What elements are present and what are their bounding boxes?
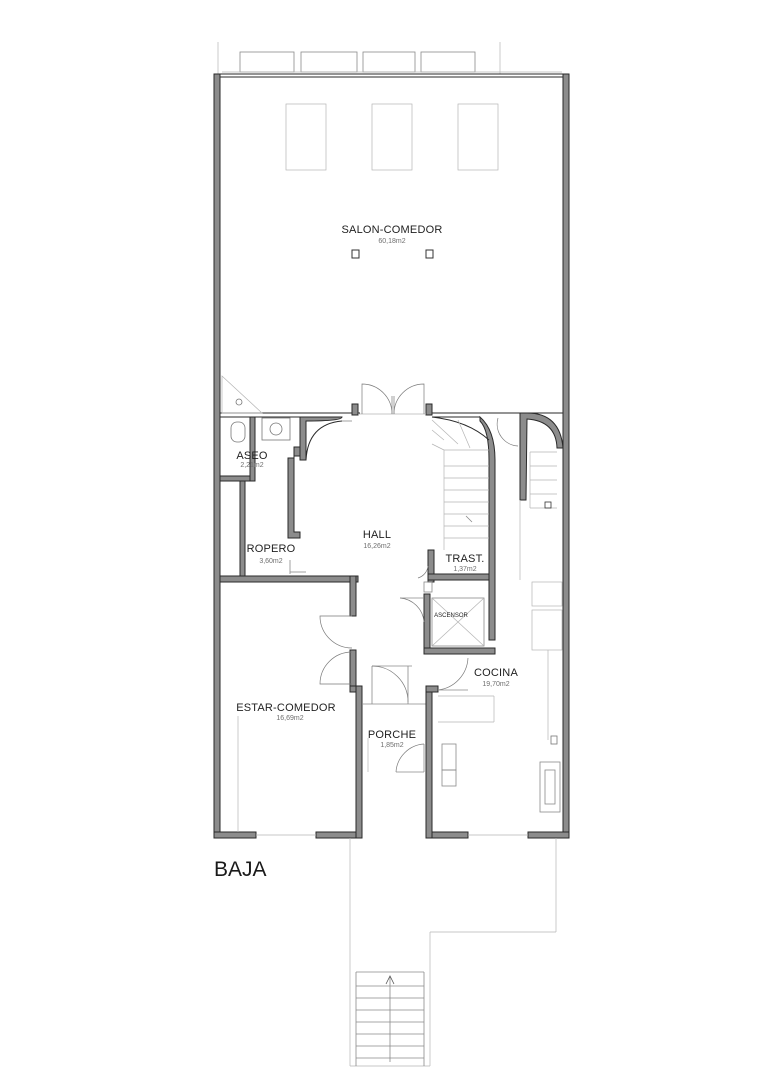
trast-area: 1,37m2 <box>453 566 476 573</box>
hall-area: 16,26m2 <box>363 543 390 550</box>
room-labels: SALON-COMEDOR 60,18m2 ASEO 2,21m2 ROPERO… <box>214 224 518 881</box>
floor-label: BAJA <box>214 858 267 881</box>
aseo-block <box>219 416 291 482</box>
estar-walls <box>237 575 363 839</box>
ropero-walls <box>219 446 359 583</box>
porche-name: PORCHE <box>368 729 416 741</box>
ropero-area: 3,60m2 <box>259 558 282 565</box>
salon-comedor-name: SALON-COMEDOR <box>342 224 443 236</box>
cocina-name: COCINA <box>474 667 518 679</box>
estar-comedor-area: 16,69m2 <box>276 715 303 722</box>
stair-core <box>399 412 564 655</box>
ropero-name: ROPERO <box>247 543 296 555</box>
entrance-patio <box>349 838 557 1067</box>
ascensor-name: ASCENSOR <box>434 613 468 619</box>
outer-walls <box>213 73 570 839</box>
porche-block <box>362 665 430 773</box>
porche-area: 1,85m2 <box>380 742 403 749</box>
trast-name: TRAST. <box>445 553 484 565</box>
middle-wall <box>220 375 563 418</box>
cocina-walls <box>425 581 563 839</box>
hall-walls <box>299 416 352 461</box>
estar-comedor-name: ESTAR-COMEDOR <box>236 702 336 714</box>
aseo-name: ASEO <box>236 450 268 462</box>
hall-name: HALL <box>363 529 391 541</box>
salon-comedor-area: 60,18m2 <box>378 238 405 245</box>
salon-skylights <box>285 103 499 259</box>
aseo-area: 2,21m2 <box>240 462 263 469</box>
top-terrace <box>217 42 562 74</box>
cocina-area: 19,70m2 <box>482 681 509 688</box>
